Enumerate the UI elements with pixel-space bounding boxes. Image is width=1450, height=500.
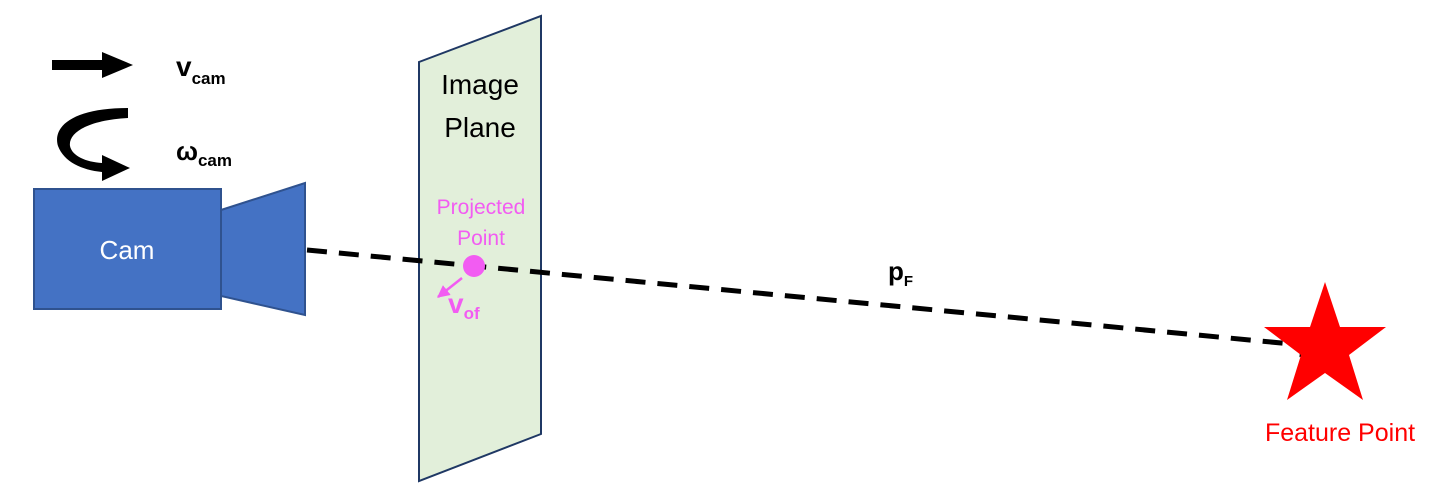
camera-lens [220,181,306,317]
v-of-main: v [448,288,464,319]
v-cam-subscript: cam [192,69,226,88]
camera-label: Cam [100,235,155,265]
camera-body [33,188,222,310]
curved-rotation-arrow-icon [57,108,130,181]
omega-cam-main: ω [176,136,198,166]
image-plane-label-line1: Image [441,69,519,100]
v-cam-label: vcam [176,51,226,88]
projected-point-marker [463,255,485,277]
omega-cam-label: ωcam [176,136,232,170]
optical-flow-arrow [437,277,463,298]
p-f-subscript: F [904,273,913,290]
image-plane-label-line2: Plane [444,112,516,143]
image-plane: Image Plane [418,14,542,483]
right-arrow-icon [52,52,133,78]
v-of-label: vof [448,288,480,323]
projected-point-label-line1: Projected [437,196,526,219]
projected-point-label-line2: Point [457,227,505,250]
v-cam-main: v [176,51,192,82]
p-f-label: pF [888,256,913,290]
camera: Cam [33,181,306,317]
v-of-subscript: of [464,304,480,323]
feature-point-label: Feature Point [1265,419,1415,447]
star-icon [1264,282,1386,400]
omega-cam-subscript: cam [198,151,232,170]
p-f-main: p [888,256,904,286]
